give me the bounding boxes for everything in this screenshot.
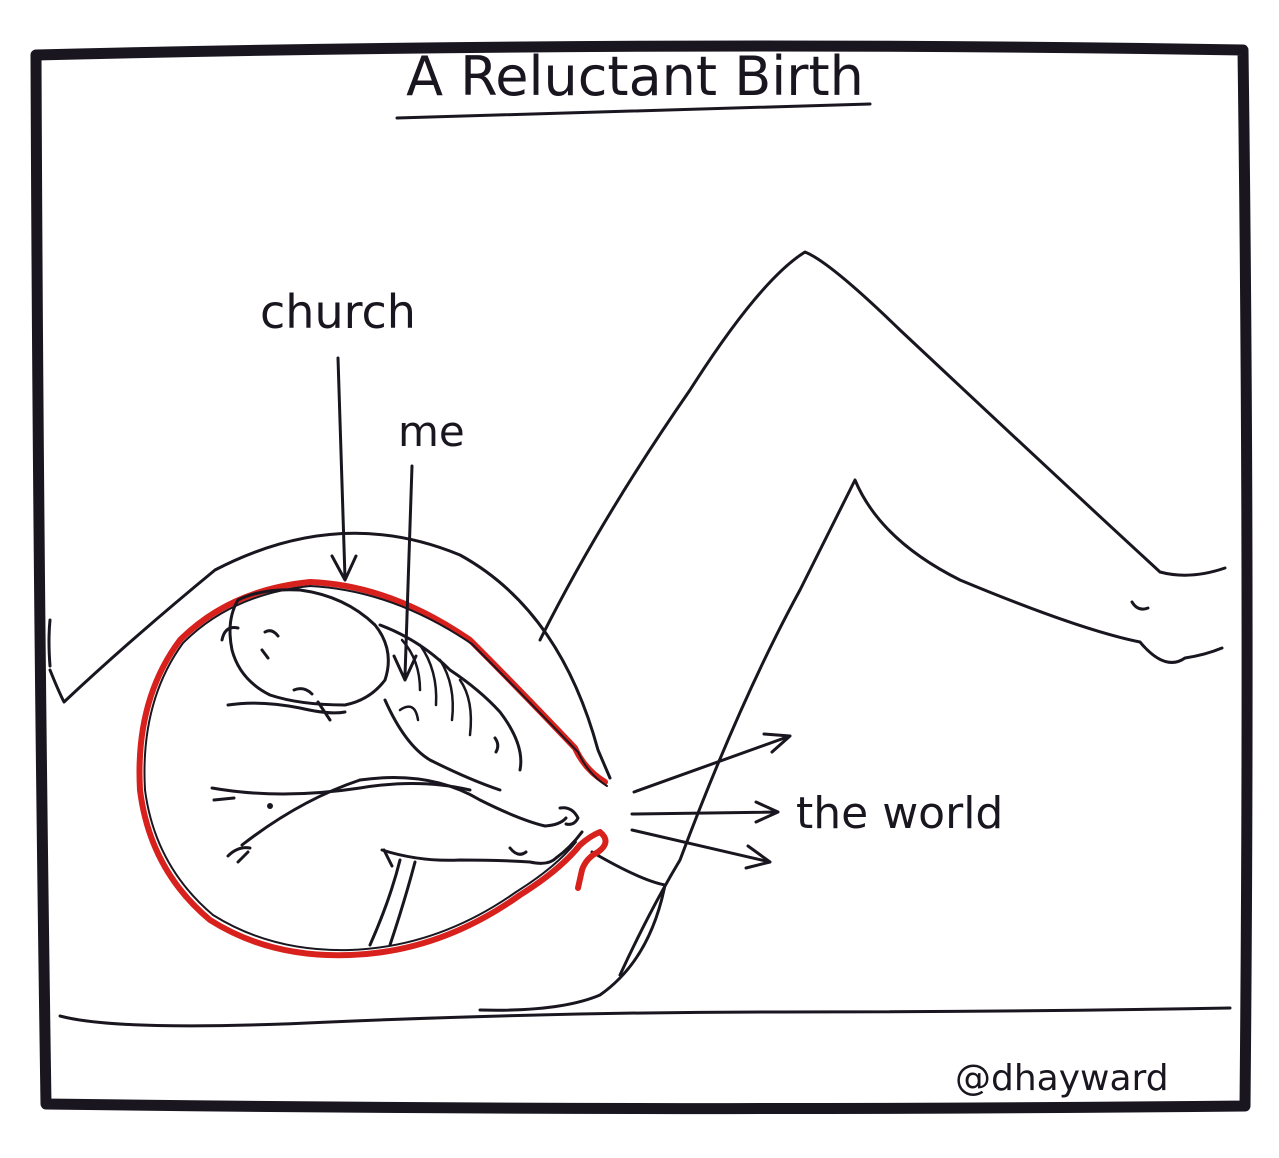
womb-outline: [136, 579, 609, 959]
baby-upper-arm: [226, 700, 347, 722]
church-arrow: [330, 356, 358, 582]
baby-navel: [493, 736, 500, 754]
title-underline: [395, 102, 872, 120]
baby-back: [378, 623, 523, 772]
womb-outline-ink: [143, 585, 608, 952]
baby-ribs: [398, 638, 473, 737]
church-label: church: [260, 285, 416, 339]
baby-foot: [508, 806, 580, 856]
world-arrow-middle: [630, 800, 780, 824]
back-line: [47, 618, 52, 668]
me-label: me: [398, 407, 465, 456]
knee-crease: [1130, 600, 1150, 611]
baby-shin: [380, 830, 584, 865]
baby-belly: [383, 698, 502, 792]
upper-leg: [538, 250, 1227, 642]
baby-ear: [220, 626, 240, 642]
lower-leg: [618, 478, 1224, 977]
bed-edge: [58, 1006, 1232, 1028]
baby-hand-dot: [267, 803, 273, 809]
baby-forearm: [226, 778, 362, 864]
baby-head: [228, 588, 390, 707]
artist-signature: @dhayward: [955, 1058, 1169, 1099]
me-arrow: [392, 464, 418, 682]
baby-thigh: [358, 776, 568, 828]
world-label: the world: [796, 788, 1003, 839]
panel-border: [30, 40, 1253, 1115]
belly-outline: [48, 531, 612, 780]
buttock-line: [478, 850, 667, 1012]
baby-leg-under: [368, 848, 417, 947]
baby-eye: [260, 629, 280, 660]
world-arrow-down: [630, 828, 772, 870]
baby-mouth: [292, 687, 314, 696]
comic-title: A Reluctant Birth: [406, 45, 864, 108]
baby-lower-arm: [210, 781, 472, 802]
world-arrow-up: [632, 732, 792, 794]
